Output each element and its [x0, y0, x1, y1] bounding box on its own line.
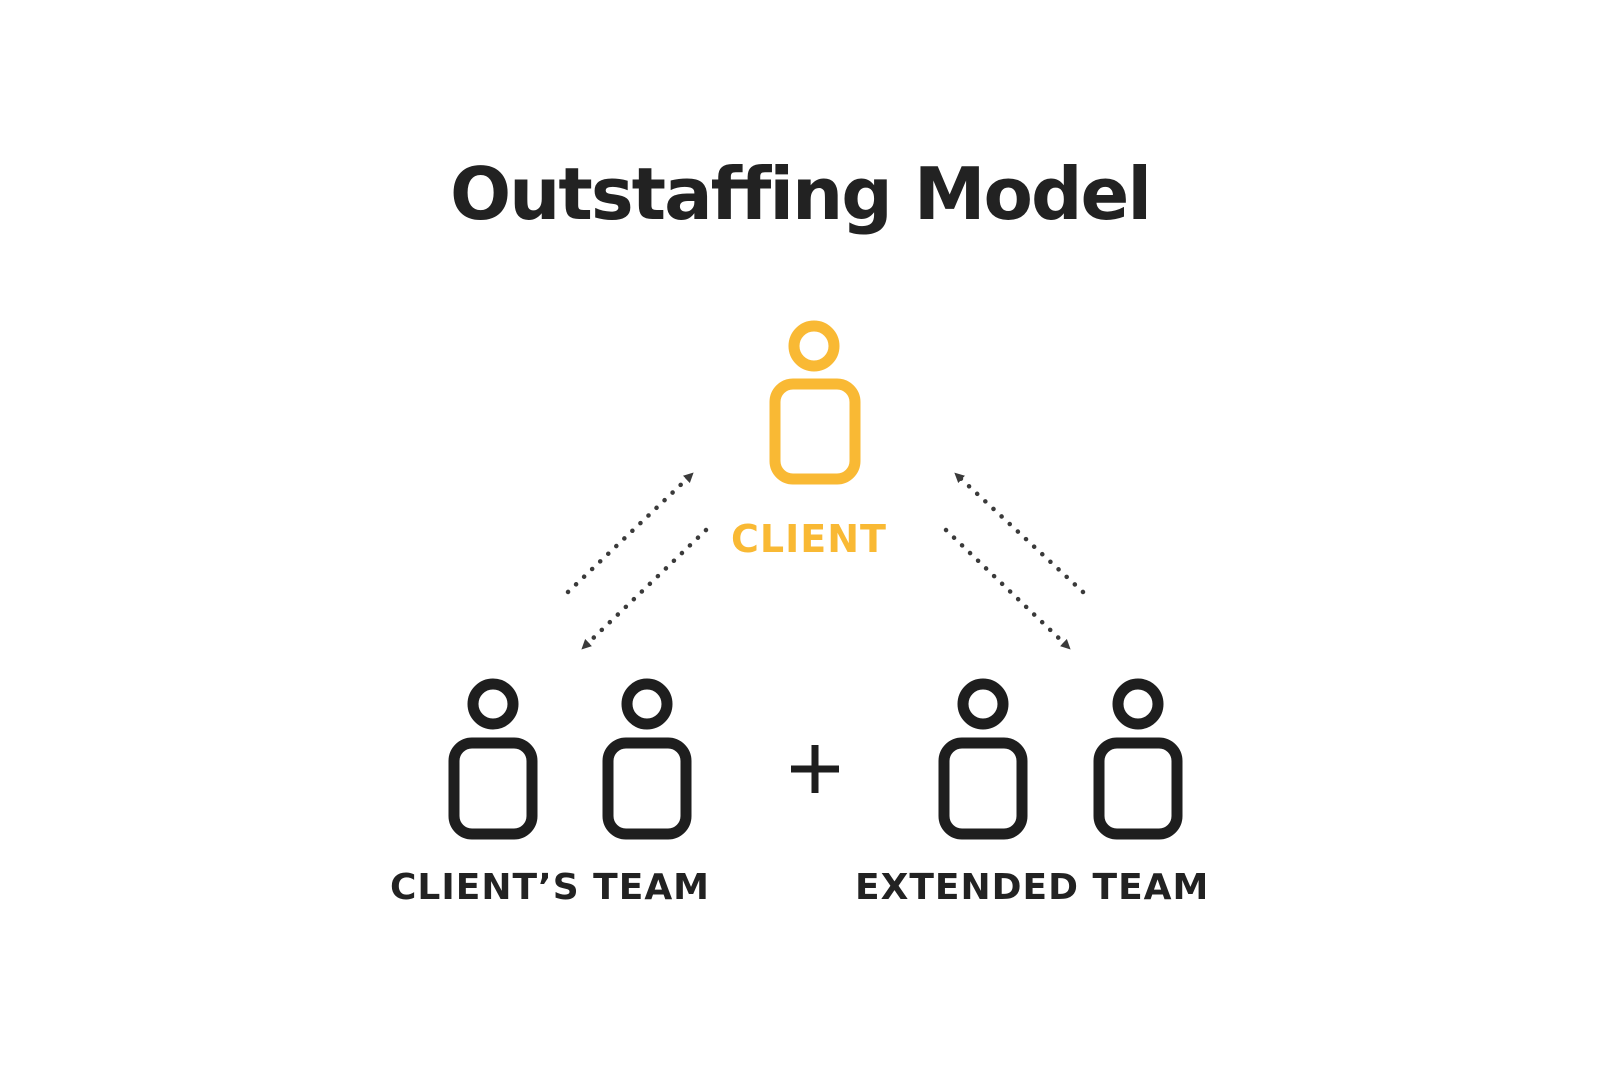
diagram-title: Outstaffing Model	[449, 152, 1152, 236]
clients-team-person-icon-1	[448, 678, 538, 840]
extended-team-person-icon-1	[938, 678, 1028, 840]
arrow-clients-team-to-client	[565, 472, 694, 595]
arrow-client-to-clients-team	[581, 527, 709, 650]
arrow-client-to-extended-team	[943, 527, 1071, 650]
plus-icon	[791, 745, 839, 793]
client-label: CLIENT	[731, 517, 887, 561]
client-person-icon	[769, 320, 861, 485]
clients-team-label: CLIENT’S TEAM	[390, 867, 711, 908]
extended-team-label: EXTENDED TEAM	[855, 867, 1210, 908]
arrow-extended-team-to-client	[954, 472, 1086, 595]
extended-team-person-icon-2	[1093, 678, 1183, 840]
clients-team-person-icon-2	[602, 678, 692, 840]
